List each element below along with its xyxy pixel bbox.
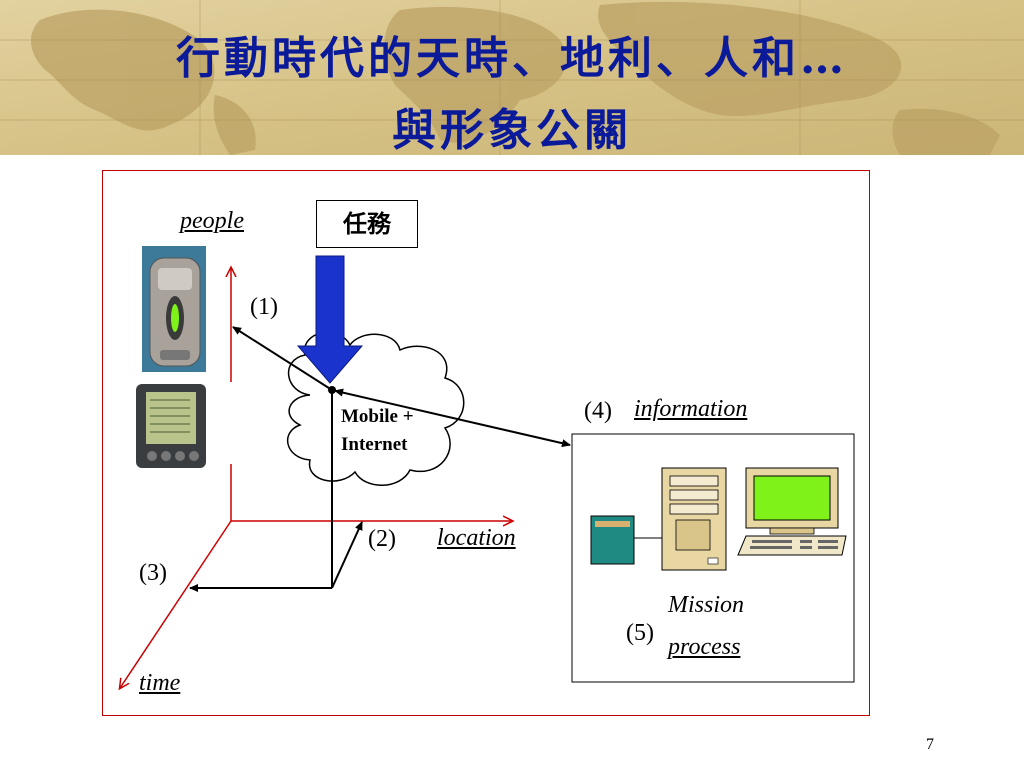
marker-2: (2) bbox=[368, 526, 396, 552]
people-label: people bbox=[180, 208, 244, 234]
flip-phone-icon bbox=[142, 246, 206, 372]
monitor-icon bbox=[745, 467, 839, 535]
world-map-background bbox=[0, 0, 1024, 155]
time-axis bbox=[120, 520, 232, 688]
arrow-location bbox=[331, 521, 363, 589]
marker-4: (4) bbox=[584, 398, 612, 424]
world-map-banner bbox=[0, 0, 1024, 155]
cloud-label-line-2: Internet bbox=[341, 434, 408, 455]
page-number: 7 bbox=[926, 736, 934, 753]
keyboard-icon bbox=[737, 535, 847, 556]
slide-title-line-1: 行動時代的天時、地利、人和… bbox=[176, 33, 848, 84]
diagram-frame bbox=[102, 170, 870, 716]
time-label: time bbox=[139, 670, 181, 696]
mission-label-line-1: Mission bbox=[668, 592, 745, 618]
arrow-people bbox=[232, 326, 333, 391]
marker-3: (3) bbox=[139, 560, 167, 586]
mission-label-line-2: process bbox=[668, 634, 741, 660]
marker-5: (5) bbox=[626, 620, 654, 646]
task-arrow bbox=[296, 255, 364, 384]
location-label: location bbox=[437, 525, 516, 551]
slide-title-line-2: 與形象公關 bbox=[392, 105, 632, 156]
cloud-label-line-1: Mobile + bbox=[341, 406, 414, 427]
pda-icon bbox=[136, 384, 206, 468]
document-icon bbox=[590, 515, 635, 565]
arrow-information bbox=[334, 388, 571, 448]
server-tower-icon bbox=[661, 467, 727, 571]
marker-1: (1) bbox=[250, 294, 278, 320]
task-box: 任務 bbox=[316, 200, 418, 248]
information-label: information bbox=[634, 396, 748, 422]
